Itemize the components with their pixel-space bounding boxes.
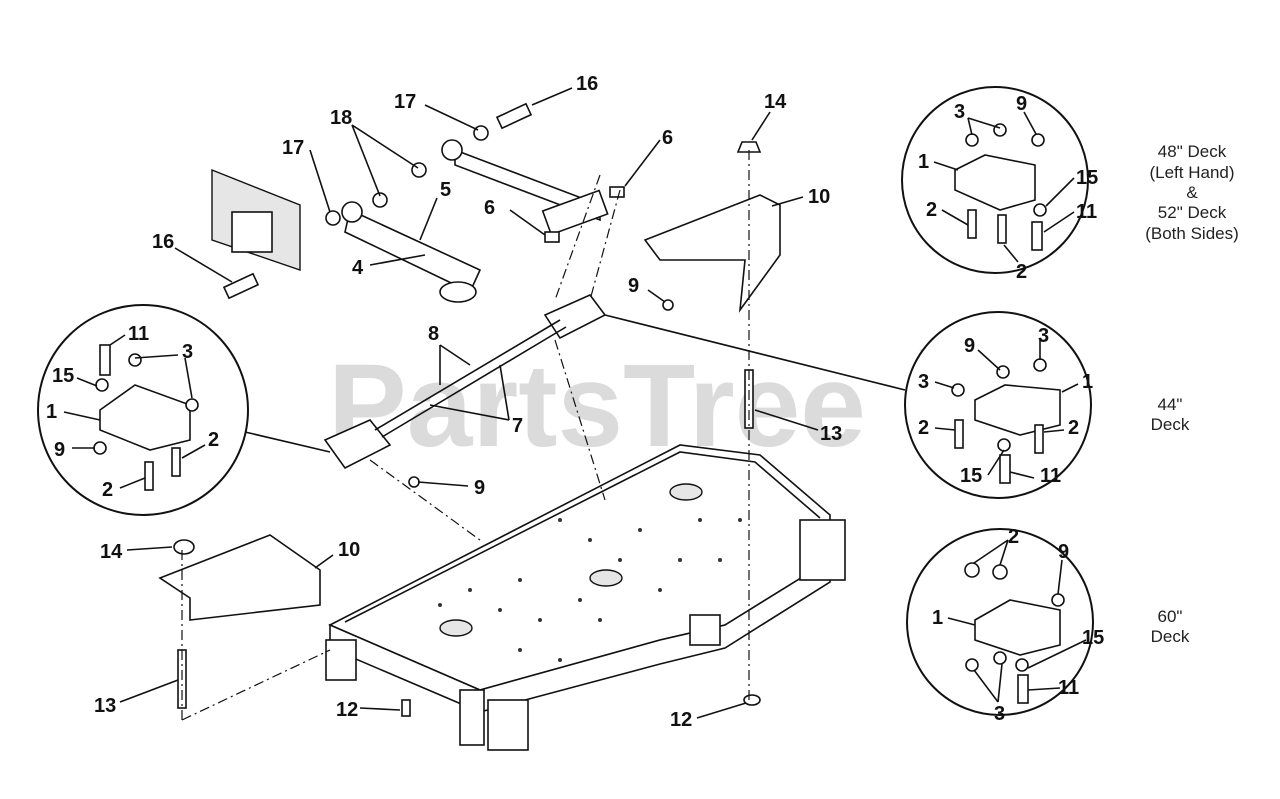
callout-17: 17 xyxy=(282,137,304,159)
detail-circle-48-52 xyxy=(901,86,1089,274)
callout-9: 9 xyxy=(1058,541,1069,563)
callout-3: 3 xyxy=(994,703,1005,725)
callout-14: 14 xyxy=(764,91,787,113)
lift-arm-lower xyxy=(341,201,482,303)
callout-3: 3 xyxy=(1038,325,1049,347)
callout-9: 9 xyxy=(54,439,65,461)
caption-60-deck: 60" Deck xyxy=(1151,607,1190,646)
callout-6: 6 xyxy=(484,197,495,219)
callout-9: 9 xyxy=(474,477,485,499)
callout-3: 3 xyxy=(954,101,965,123)
svg-text:Deck: Deck xyxy=(1151,415,1190,434)
callout-3: 3 xyxy=(182,341,193,363)
callout-2: 2 xyxy=(918,417,929,439)
callout-13: 13 xyxy=(820,423,842,445)
lift-arm-upper xyxy=(441,139,609,236)
callout-12: 12 xyxy=(336,699,358,721)
svg-text:(Left Hand): (Left Hand) xyxy=(1149,163,1234,182)
detail-circle-60 xyxy=(906,528,1094,716)
mower-deck xyxy=(325,444,846,751)
callout-9: 9 xyxy=(628,275,639,297)
callout-1: 1 xyxy=(46,401,57,423)
watermark: PartsTree xyxy=(328,340,866,472)
frame-bracket xyxy=(211,168,301,271)
baffle-left xyxy=(158,534,321,621)
callout-18: 18 xyxy=(330,107,352,129)
callout-15: 15 xyxy=(52,365,74,387)
bolt-12-right xyxy=(743,694,761,706)
callout-2: 2 xyxy=(1016,261,1027,283)
callout-11: 11 xyxy=(128,323,149,345)
callout-12: 12 xyxy=(670,709,692,731)
baffle-right xyxy=(643,194,781,313)
callout-10: 10 xyxy=(808,186,830,208)
callout-15: 15 xyxy=(960,465,982,487)
callout-15: 15 xyxy=(1076,167,1098,189)
nut-9-upper xyxy=(662,299,674,311)
caption-48-52-deck: 48" Deck (Left Hand) & 52" Deck (Both Si… xyxy=(1145,142,1239,243)
bushing-6-b xyxy=(544,231,560,243)
callout-2: 2 xyxy=(1008,526,1019,548)
callout-9: 9 xyxy=(964,335,975,357)
callout-2: 2 xyxy=(1068,417,1079,439)
callout-11: 11 xyxy=(1040,465,1061,487)
callout-11: 11 xyxy=(1076,201,1097,223)
callout-8: 8 xyxy=(428,323,439,345)
svg-text:Deck: Deck xyxy=(1151,627,1190,646)
detail-circle-left xyxy=(37,304,249,516)
callout-1: 1 xyxy=(1082,371,1093,393)
callout-11: 11 xyxy=(1058,677,1079,699)
callout-15: 15 xyxy=(1082,627,1104,649)
callout-1: 1 xyxy=(918,151,929,173)
hanger-bracket-lower xyxy=(323,419,392,470)
nut-14-right xyxy=(736,141,762,153)
callout-7: 7 xyxy=(512,415,523,437)
bolt-16-lower xyxy=(222,272,260,300)
svg-text:&: & xyxy=(1186,183,1198,202)
callout-17: 17 xyxy=(394,91,416,113)
callout-14: 14 xyxy=(100,541,123,563)
callout-4: 4 xyxy=(352,257,364,279)
callout-10: 10 xyxy=(338,539,360,561)
callout-5: 5 xyxy=(440,179,451,201)
hanger-bracket-upper xyxy=(543,294,607,340)
nut-14-left xyxy=(173,539,195,555)
callout-16: 16 xyxy=(152,231,174,253)
callouts: 16 17 18 17 5 6 6 16 4 14 10 9 8 7 13 9 … xyxy=(46,73,1104,731)
callout-2: 2 xyxy=(102,479,113,501)
callout-2: 2 xyxy=(926,199,937,221)
deck-rod xyxy=(374,319,567,438)
nut-18-b xyxy=(372,192,388,208)
svg-text:60": 60" xyxy=(1158,607,1183,626)
caption-44-deck: 44" Deck xyxy=(1151,395,1190,434)
bushing-6-a xyxy=(609,186,625,198)
callout-3: 3 xyxy=(918,371,929,393)
bolt-16-upper xyxy=(495,102,533,130)
callout-16: 16 xyxy=(576,73,598,95)
callout-2: 2 xyxy=(208,429,219,451)
callout-1: 1 xyxy=(932,607,943,629)
svg-text:(Both Sides): (Both Sides) xyxy=(1145,224,1239,243)
nut-9-lower xyxy=(408,476,420,488)
detail-circle-44 xyxy=(904,311,1092,499)
bolt-12-left xyxy=(401,699,411,717)
callout-6: 6 xyxy=(662,127,673,149)
svg-text:52" Deck: 52" Deck xyxy=(1158,203,1227,222)
callout-9: 9 xyxy=(1016,93,1027,115)
svg-text:44": 44" xyxy=(1158,395,1183,414)
callout-13: 13 xyxy=(94,695,116,717)
washer-17-lower xyxy=(325,210,341,226)
washer-17-upper xyxy=(473,125,489,141)
svg-text:48" Deck: 48" Deck xyxy=(1158,142,1227,161)
